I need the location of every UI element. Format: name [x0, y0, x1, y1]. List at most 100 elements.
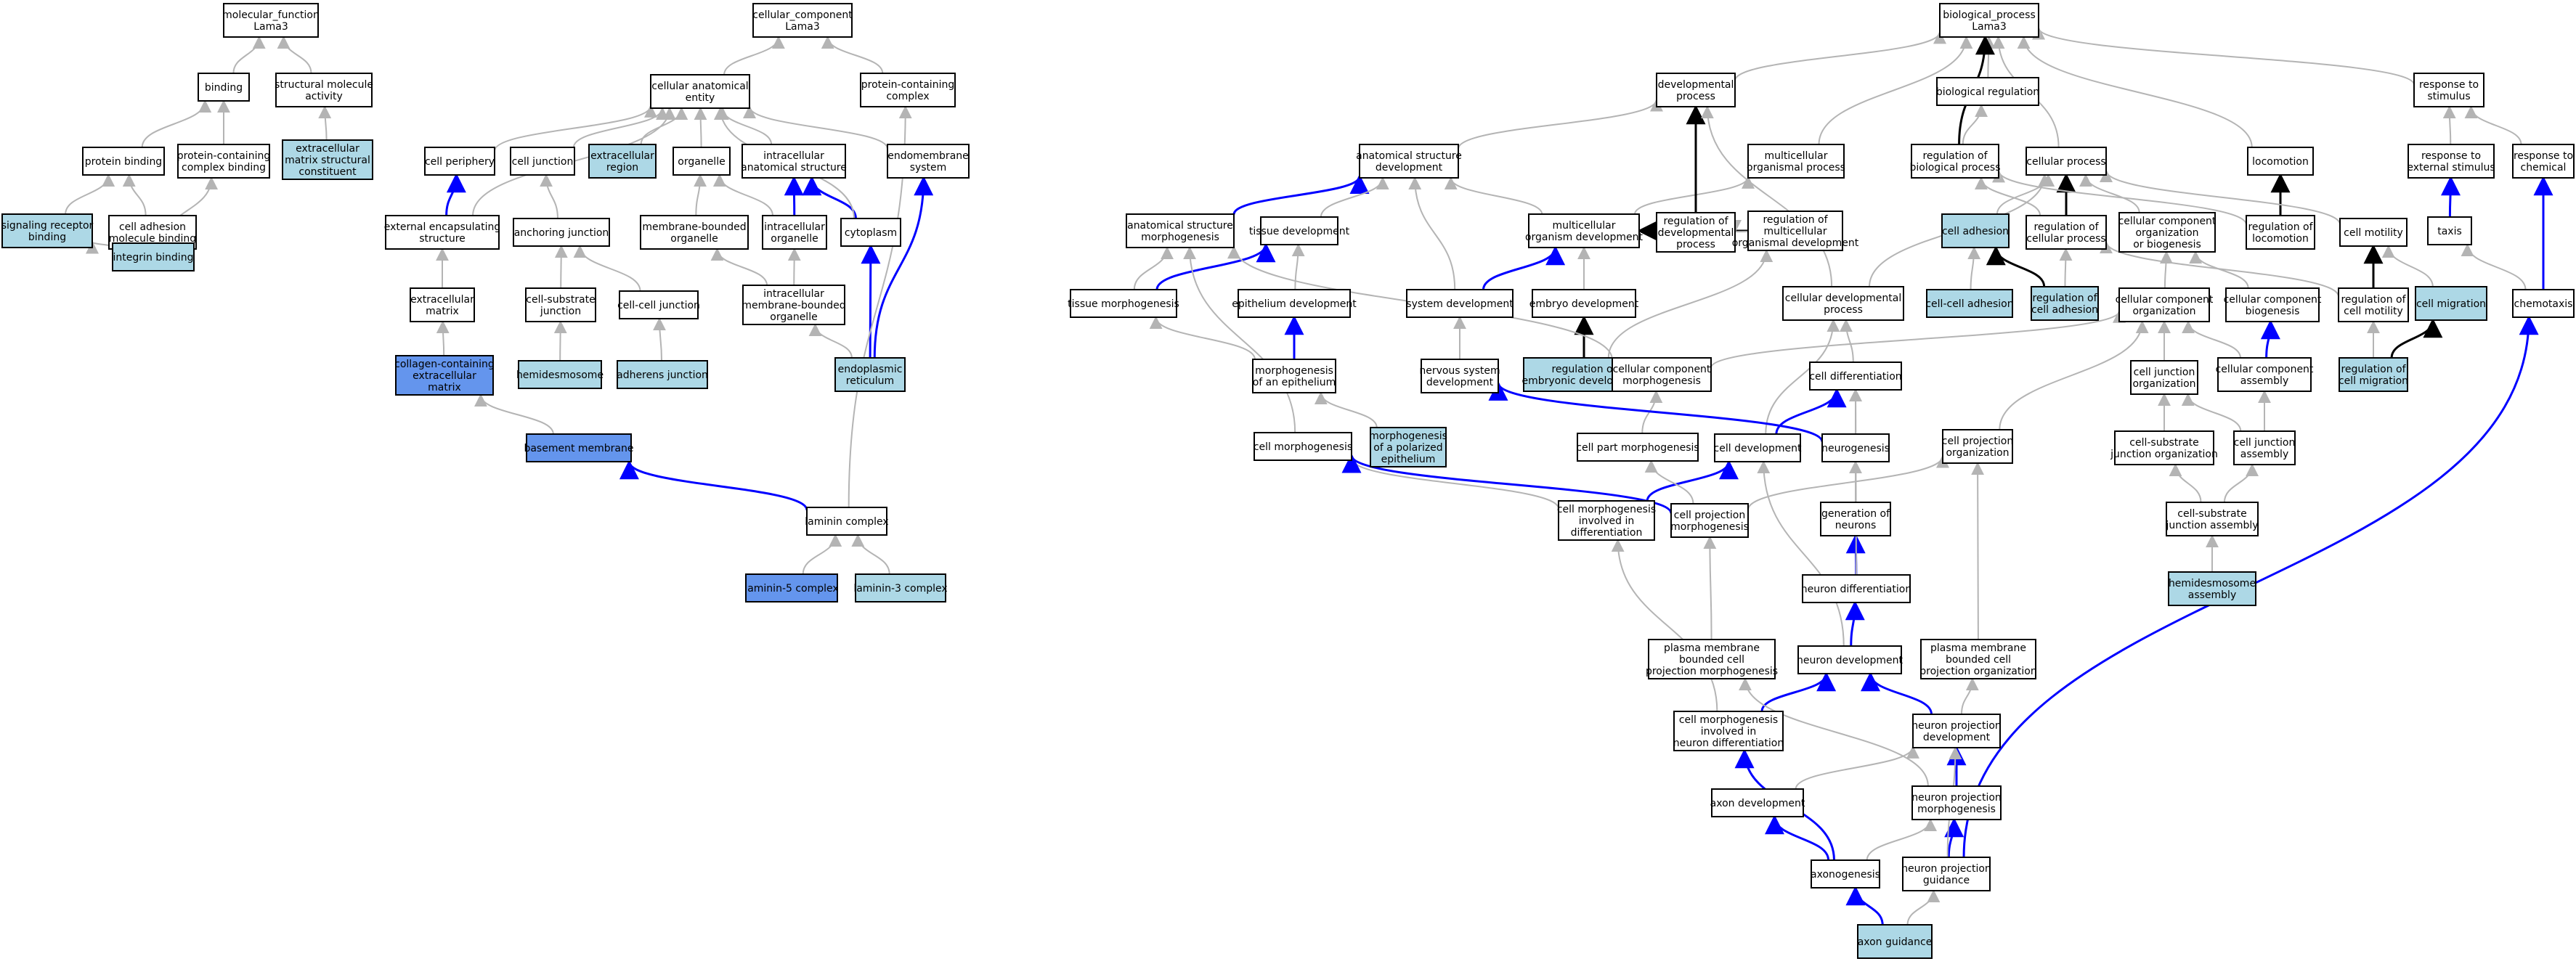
- go-term-node[interactable]: axonogenesis: [1811, 859, 1880, 889]
- go-term-node[interactable]: basement membrane: [524, 433, 634, 462]
- go-term-node[interactable]: integrin binding: [112, 242, 195, 271]
- go-term-node[interactable]: laminin-5 complex: [744, 573, 839, 602]
- go-term-node[interactable]: hemidesmosome: [516, 360, 604, 389]
- go-term-node[interactable]: cell part morphogenesis: [1576, 433, 1699, 462]
- go-term-node[interactable]: cell migration: [2415, 286, 2487, 321]
- go-term-node[interactable]: taxis: [2427, 216, 2472, 245]
- go-term-node[interactable]: neuron development: [1797, 645, 1903, 674]
- go-term-node[interactable]: binding: [198, 73, 250, 102]
- go-term-node[interactable]: cell development: [1714, 433, 1802, 462]
- go-term-node[interactable]: axon guidance: [1857, 924, 1933, 959]
- go-term-node[interactable]: axon development: [1710, 788, 1805, 817]
- go-term-node[interactable]: cell differentiation: [1809, 362, 1902, 391]
- go-term-node[interactable]: tissue development: [1249, 216, 1350, 245]
- go-term-node[interactable]: biological regulation: [1936, 77, 2039, 106]
- go-term-node[interactable]: laminin complex: [805, 507, 889, 536]
- go-term-node[interactable]: cell-cell junction: [617, 290, 700, 319]
- go-term-node[interactable]: cell periphery: [424, 147, 495, 176]
- go-term-node[interactable]: cytoplasm: [840, 218, 901, 247]
- go-term-node[interactable]: cell junction: [510, 147, 575, 176]
- go-term-node[interactable]: laminin-3 complex: [853, 573, 948, 602]
- go-term-node[interactable]: neurogenesis: [1821, 433, 1890, 462]
- go-term-node[interactable]: tissue morphogenesis: [1068, 289, 1179, 318]
- go-term-box: [673, 147, 731, 176]
- go-term-node[interactable]: system development: [1406, 289, 1513, 318]
- go-term-node[interactable]: adherens junction: [617, 360, 708, 389]
- go-term-node[interactable]: embryo development: [1529, 289, 1639, 318]
- go-term-node[interactable]: cell adhesion: [1941, 213, 2010, 248]
- go-term-node[interactable]: cell motility: [2339, 218, 2408, 247]
- go-term-node[interactable]: cell-cell adhesion: [1925, 289, 2014, 318]
- go-term-node[interactable]: neuron differentiation: [1801, 574, 1911, 603]
- go-term-node[interactable]: locomotion: [2247, 147, 2314, 176]
- go-term-node[interactable]: epithelium development: [1232, 289, 1357, 318]
- go-term-node[interactable]: anchoring junction: [513, 218, 610, 247]
- go-term-node[interactable]: organelle: [673, 147, 731, 176]
- go-term-node[interactable]: cellular process: [2026, 147, 2107, 176]
- go-term-node[interactable]: chemotaxis: [2512, 289, 2575, 318]
- go-term-node[interactable]: cell morphogenesis: [1254, 432, 1352, 461]
- go-term-node[interactable]: protein binding: [82, 147, 165, 176]
